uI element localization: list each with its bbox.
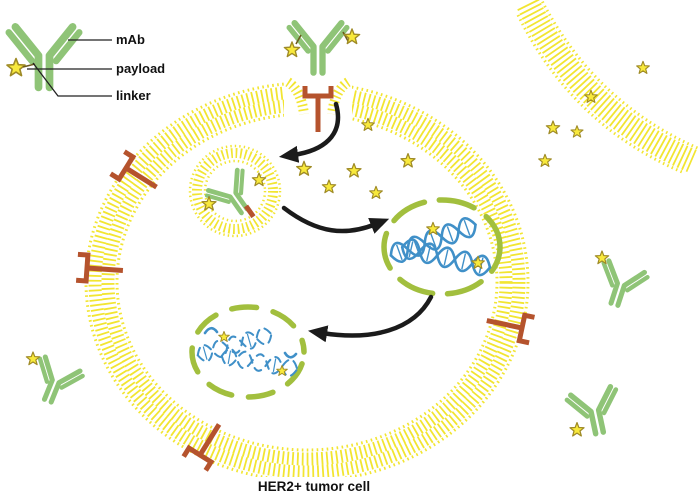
payload-star — [296, 160, 312, 176]
arrow-internalization — [278, 101, 341, 163]
linker-bond — [342, 31, 349, 42]
dna-fragment — [203, 326, 219, 335]
legend-label-mab: mAb — [116, 32, 145, 47]
payload-star — [545, 120, 561, 135]
cell-label: HER2+ tumor cell — [258, 479, 370, 494]
free-adc-right — [593, 250, 649, 312]
free-adc-bottom-left — [25, 351, 84, 409]
label-backing — [243, 477, 385, 497]
neighbor-cell-membrane — [516, 0, 700, 174]
legend-linker-bond — [22, 63, 36, 68]
legend-pointer-linker — [32, 62, 112, 97]
payload-star — [283, 41, 301, 58]
payload-star — [636, 60, 650, 74]
legend-label-linker: linker — [116, 88, 151, 103]
dna-compartment-intact — [381, 197, 503, 297]
adc-bound-at-receptor — [283, 23, 361, 73]
dna-compartment-damaged — [189, 304, 307, 400]
pit-wall-right — [327, 77, 351, 115]
payload-star — [538, 153, 552, 167]
process-arrows — [278, 101, 434, 343]
arrow-dna-damage — [308, 294, 434, 343]
payload-star — [369, 185, 383, 199]
legend-label-payload: payload — [116, 61, 165, 76]
endosome — [188, 144, 282, 238]
payload-star — [570, 125, 584, 138]
payload-star — [569, 422, 585, 437]
free-adc-bottom-right — [566, 386, 624, 438]
legend: mAb payload linker — [7, 27, 165, 103]
legend-payload-star — [6, 57, 26, 77]
dna-fragment — [283, 351, 298, 359]
free-payload-inside — [296, 117, 416, 199]
payload-star — [346, 163, 362, 178]
pit-wall-left — [285, 77, 309, 115]
cell-label-group: HER2+ tumor cell — [243, 477, 385, 497]
tumor-cell-membrane — [84, 72, 530, 483]
payload-star — [25, 351, 41, 366]
antibody — [593, 260, 649, 312]
arrow-payload-release — [281, 205, 390, 234]
payload-star — [321, 179, 337, 194]
linker-bond — [295, 34, 302, 45]
internalized-receptor — [243, 204, 256, 219]
payload-star — [218, 330, 230, 343]
payload-star — [400, 153, 416, 168]
